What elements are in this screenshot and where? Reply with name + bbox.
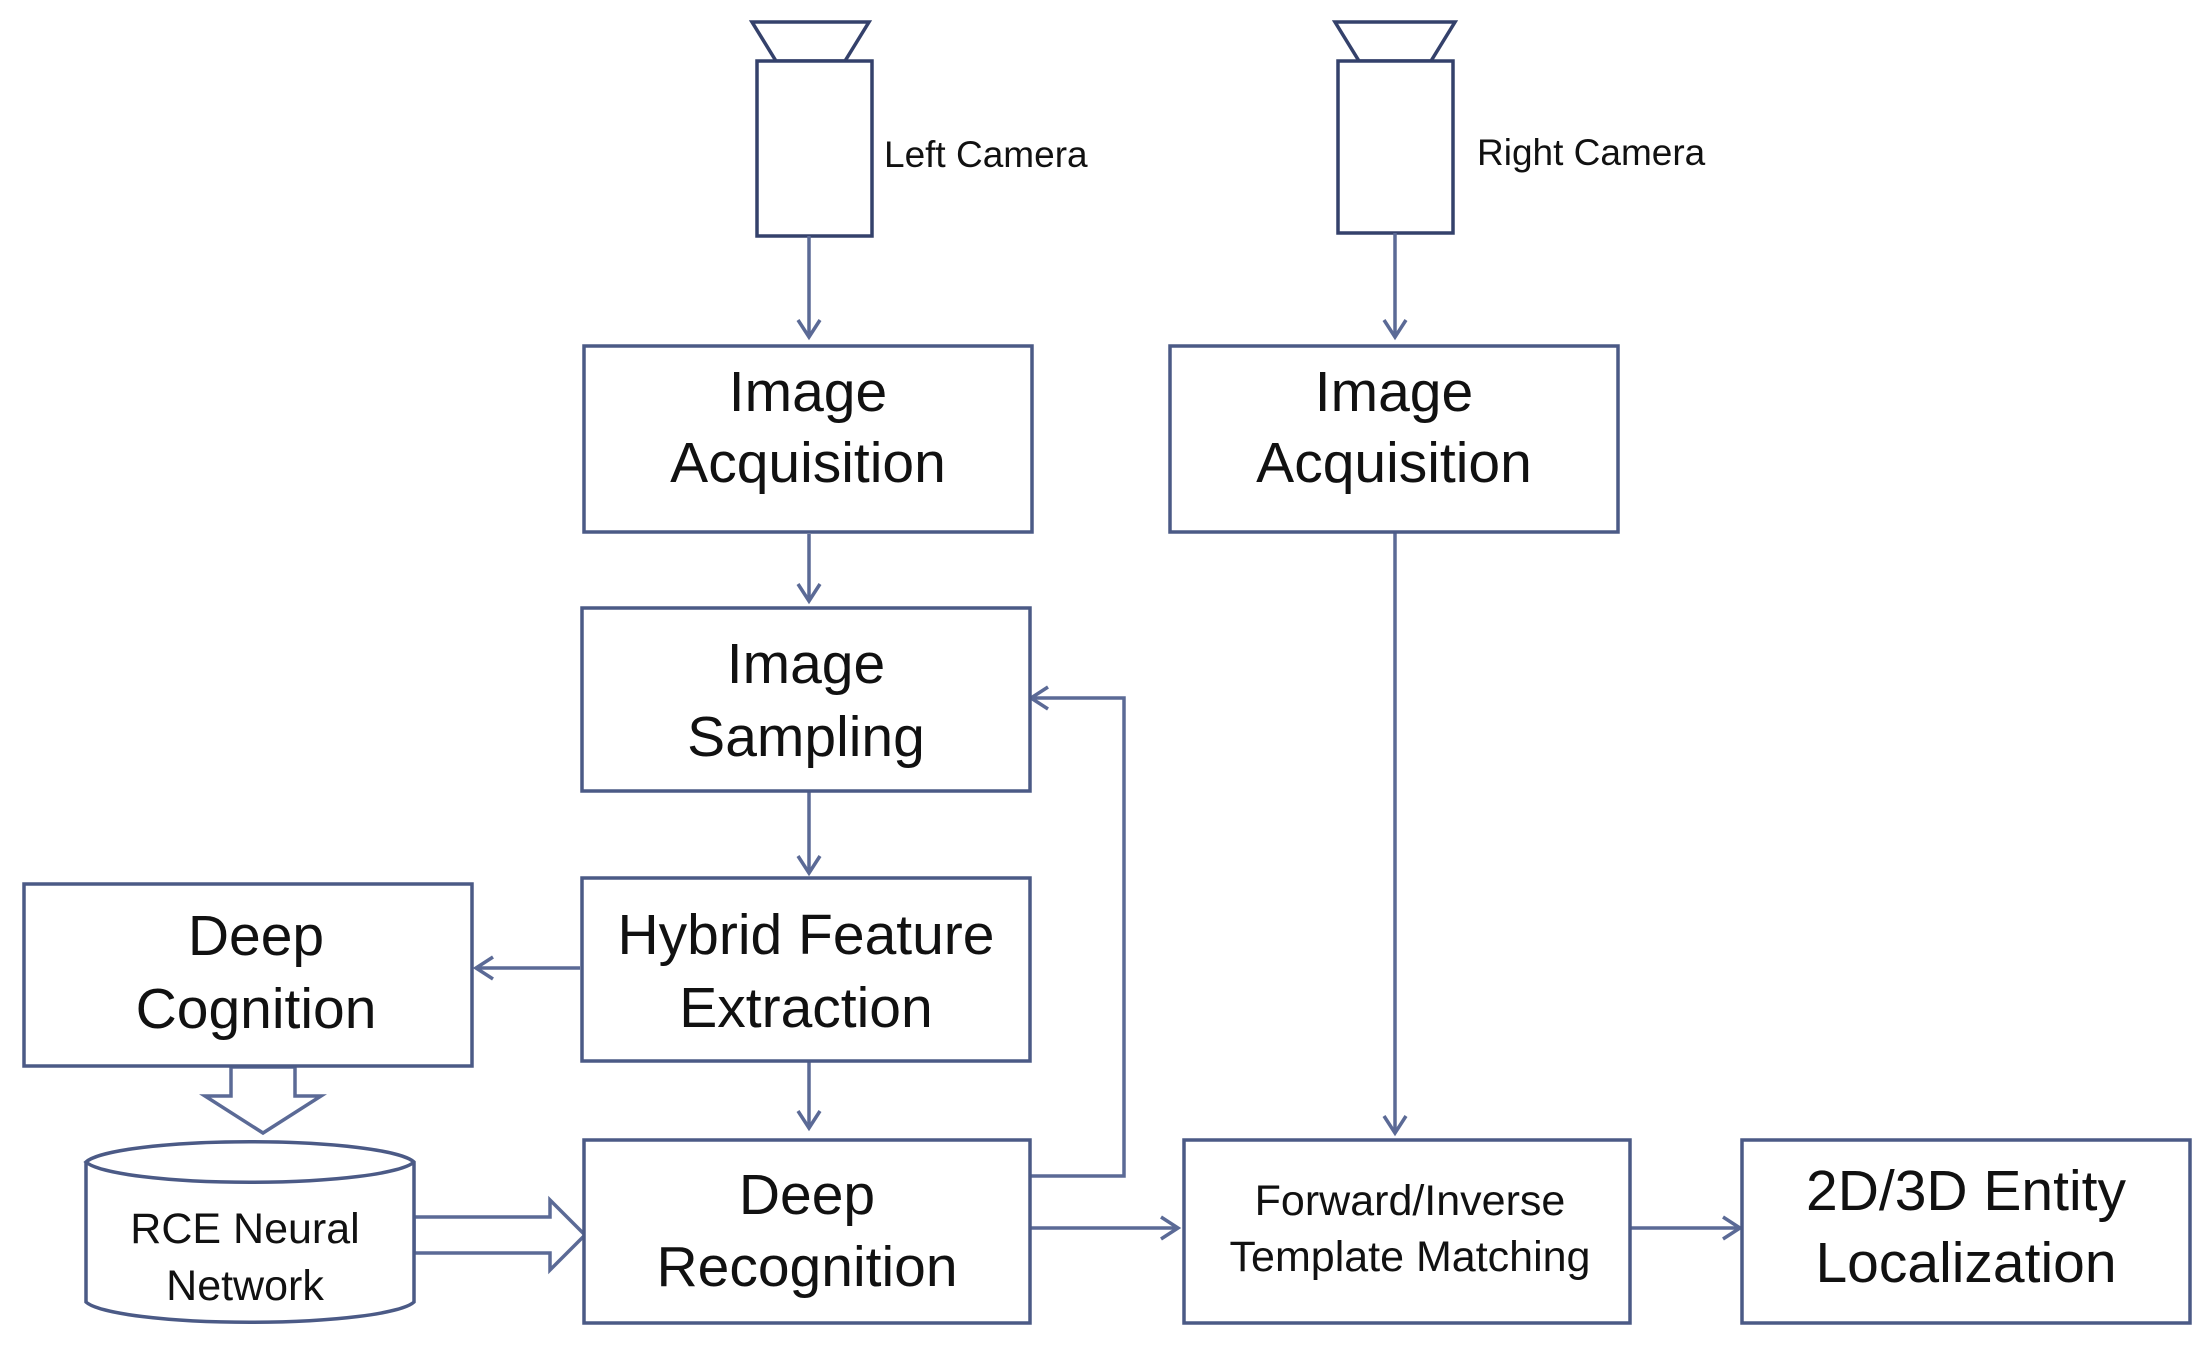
node-deep-cognition: Deep Cognition bbox=[22, 882, 474, 1068]
arrowhead bbox=[796, 583, 822, 605]
block-arrow-cognition-to-rce bbox=[199, 1065, 327, 1136]
node-right-image-acquisition: Image Acquisition bbox=[1168, 344, 1620, 534]
node-line-2: Network bbox=[166, 1262, 324, 1310]
node-line-2: Acquisition bbox=[1256, 431, 1532, 495]
node-line-1: Forward/Inverse bbox=[1255, 1177, 1566, 1225]
right-camera-body bbox=[1336, 59, 1455, 235]
node-rce-neural-network: RCE Neural Network bbox=[83, 1139, 416, 1325]
node-line-1: Image bbox=[1315, 360, 1473, 424]
right-camera-label: Right Camera bbox=[1477, 132, 1706, 173]
left-camera: Left Camera bbox=[748, 20, 1088, 238]
node-template-matching: Forward/Inverse Template Matching bbox=[1182, 1138, 1632, 1325]
left-camera-lens bbox=[748, 20, 873, 63]
arrowhead bbox=[796, 1110, 822, 1132]
block-arrow-rce-to-recognition bbox=[412, 1195, 588, 1275]
left-camera-body bbox=[755, 59, 874, 238]
arrowhead bbox=[472, 955, 494, 981]
right-camera-lens bbox=[1331, 20, 1459, 63]
arrowhead bbox=[1382, 1115, 1408, 1137]
node-line-2: Recognition bbox=[656, 1235, 957, 1299]
arrowhead bbox=[1722, 1215, 1744, 1241]
node-line-2: Sampling bbox=[687, 705, 925, 769]
node-image-sampling: Image Sampling bbox=[580, 606, 1032, 793]
node-line-2: Acquisition bbox=[670, 431, 946, 495]
node-line-2: Extraction bbox=[679, 976, 932, 1040]
arrowhead bbox=[1382, 319, 1408, 341]
node-line-2: Cognition bbox=[136, 977, 377, 1041]
node-line-1: Image bbox=[727, 632, 885, 696]
arrowhead bbox=[1160, 1215, 1182, 1241]
node-hybrid-feature-extraction: Hybrid Feature Extraction bbox=[580, 876, 1032, 1063]
left-camera-label: Left Camera bbox=[884, 134, 1088, 175]
right-camera: Right Camera bbox=[1331, 20, 1706, 235]
node-entity-localization: 2D/3D Entity Localization bbox=[1740, 1138, 2192, 1325]
node-deep-recognition: Deep Recognition bbox=[582, 1138, 1032, 1325]
arrowhead bbox=[796, 855, 822, 877]
node-line-1: Deep bbox=[739, 1163, 875, 1227]
node-line-1: RCE Neural bbox=[130, 1205, 359, 1253]
arrow-recognition-feedback-to-sampling bbox=[1030, 696, 1126, 1178]
arrowhead bbox=[796, 319, 822, 341]
node-line-1: Image bbox=[729, 360, 887, 424]
node-line-1: 2D/3D Entity bbox=[1806, 1159, 2126, 1223]
node-line-1: Hybrid Feature bbox=[618, 903, 995, 967]
node-line-1: Deep bbox=[188, 904, 324, 968]
connectors bbox=[199, 233, 1744, 1275]
node-left-image-acquisition: Image Acquisition bbox=[582, 344, 1034, 534]
node-line-2: Template Matching bbox=[1230, 1233, 1591, 1281]
node-line-2: Localization bbox=[1815, 1231, 2116, 1295]
